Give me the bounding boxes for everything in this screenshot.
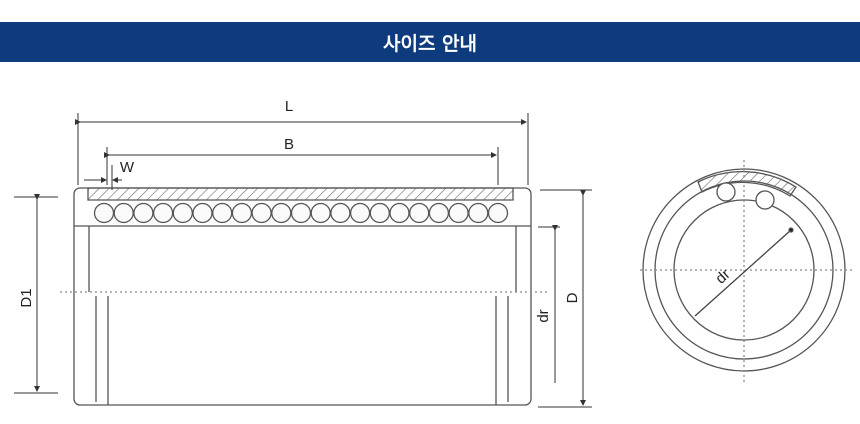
label-dr: dr (535, 309, 552, 322)
ball (755, 190, 775, 210)
dimension-dr-diagonal (694, 229, 792, 317)
ball (231, 202, 253, 224)
front-view (640, 160, 852, 382)
label-D1: D1 (18, 288, 35, 307)
ball (349, 202, 371, 224)
ball (310, 202, 331, 224)
ball (152, 202, 174, 224)
ball (93, 202, 115, 224)
ball (487, 202, 509, 224)
label-W: W (120, 159, 135, 176)
ball (251, 202, 272, 224)
header-title: 사이즈 안내 (382, 32, 477, 55)
ball (468, 202, 489, 224)
ball (369, 202, 390, 224)
ball (113, 202, 134, 224)
label-L: L (285, 98, 293, 115)
ball (192, 202, 213, 224)
ball (716, 182, 736, 202)
hatched-sleeve (87, 187, 514, 201)
ball (409, 202, 430, 224)
ball-row (93, 202, 509, 224)
label-B: B (284, 136, 294, 153)
dimensions (14, 113, 592, 408)
label-D: D (564, 292, 581, 303)
side-view (60, 187, 550, 406)
section-header: 사이즈 안내 (0, 22, 860, 62)
ball (133, 202, 154, 224)
ball (172, 202, 193, 224)
ball (271, 202, 292, 224)
ball (290, 202, 312, 224)
ball (330, 202, 351, 224)
ball (212, 202, 233, 224)
ball (389, 202, 410, 224)
ball (428, 202, 450, 224)
hatched-segment (697, 171, 797, 197)
ball (448, 202, 469, 224)
